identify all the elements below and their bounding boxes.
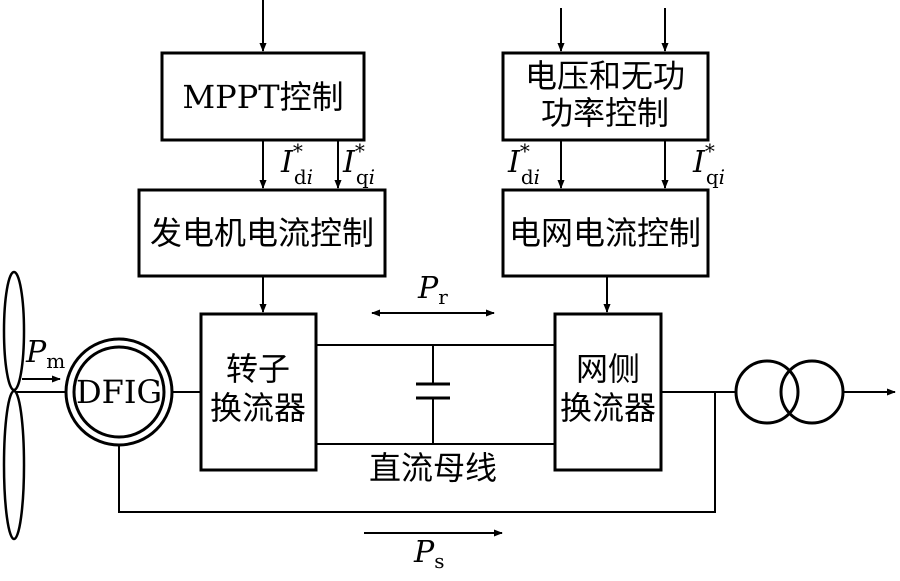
id-ref-label-right: I*di: [507, 139, 540, 189]
voltage-reactive-power-control-block: 电压和无功 功率控制: [501, 51, 710, 142]
grid-current-control-label: 电网电流控制: [509, 214, 701, 252]
pr-label: Pr: [417, 271, 448, 309]
ps-label: Ps: [413, 535, 444, 573]
transformer-icon: [734, 359, 845, 425]
grid-side-converter-label-line2: 换流器: [560, 389, 656, 427]
mppt-control-block: MPPT控制: [160, 51, 366, 142]
id-ref-label-left: I*di: [280, 139, 313, 189]
dc-bus-label: 直流母线: [369, 449, 497, 487]
wind-turbine-blades: [2, 270, 26, 541]
rotor-converter-label-line2: 换流器: [210, 389, 306, 427]
dc-capacitor: [416, 345, 450, 444]
grid-side-converter-block: 网侧 换流器: [553, 312, 663, 472]
iq-ref-label-right: I*qi: [692, 139, 725, 189]
mppt-control-label: MPPT控制: [182, 78, 343, 116]
dfig-label: DFIG: [76, 373, 162, 411]
stator-line: [118, 392, 716, 513]
voltage-control-label-line2: 功率控制: [541, 94, 669, 132]
generator-current-control-block: 发电机电流控制: [137, 188, 387, 278]
grid-side-converter-label-line1: 网侧: [576, 350, 640, 388]
dfig-generator: DFIG: [64, 337, 174, 447]
pm-label: Pm: [25, 335, 65, 373]
generator-current-control-label: 发电机电流控制: [150, 214, 374, 252]
iq-ref-label-left: I*qi: [342, 139, 375, 189]
rotor-converter-label-line1: 转子: [226, 350, 290, 388]
rotor-converter-block: 转子 换流器: [199, 312, 318, 472]
grid-current-control-block: 电网电流控制: [501, 188, 710, 278]
voltage-control-label-line1: 电压和无功: [525, 57, 685, 95]
